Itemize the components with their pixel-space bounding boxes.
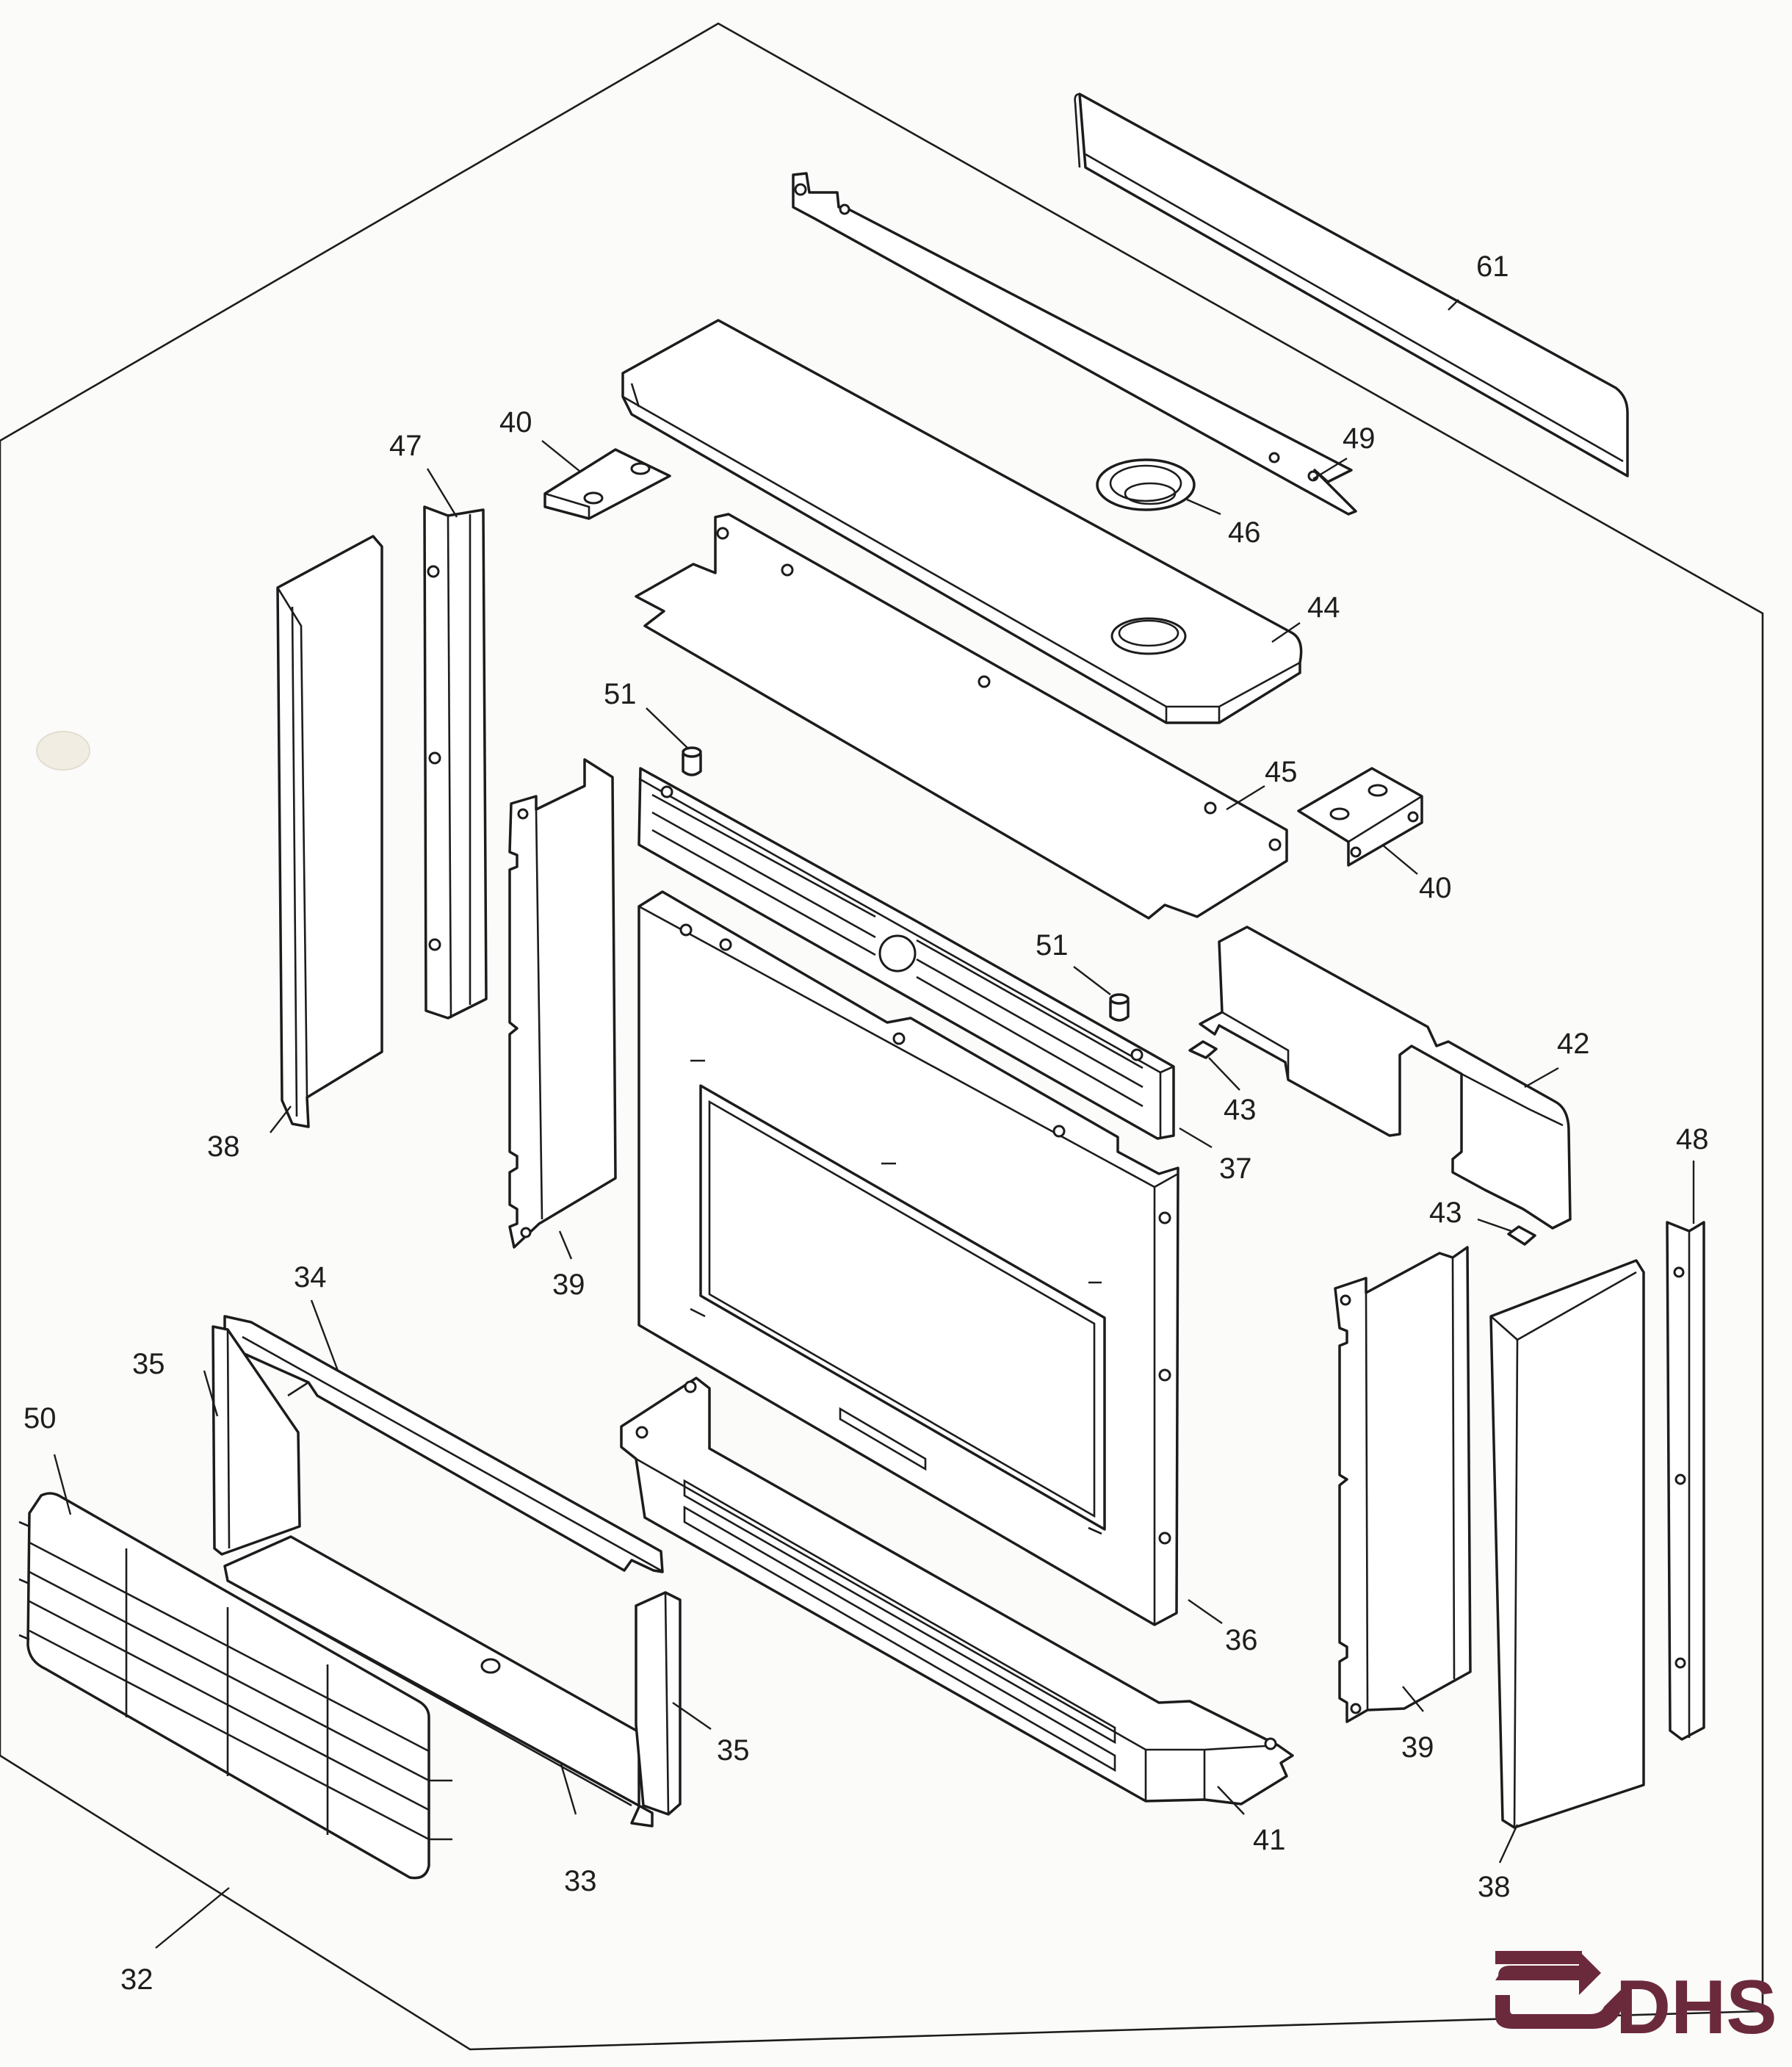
callout-37: 37 bbox=[1219, 1152, 1252, 1185]
dhs-logo-mark bbox=[1495, 1951, 1626, 2029]
callout-32: 32 bbox=[120, 1963, 153, 1996]
part-43-clip-lower bbox=[1507, 1225, 1536, 1246]
part-35-left-upright bbox=[212, 1325, 301, 1556]
callout-49: 49 bbox=[1343, 422, 1376, 455]
callout-44: 44 bbox=[1307, 591, 1340, 624]
part-51-post-right bbox=[1109, 993, 1130, 1022]
part-45-heat-shield bbox=[635, 513, 1288, 920]
punch-hole-mark bbox=[36, 731, 90, 771]
part-51-post-left bbox=[682, 746, 702, 776]
callout-35-left: 35 bbox=[132, 1348, 165, 1380]
part-61-rear-top-panel bbox=[1074, 93, 1629, 477]
part-47-left-channel bbox=[423, 505, 488, 1020]
part-42-rear-baffle bbox=[1199, 926, 1572, 1230]
leader-lines bbox=[53, 299, 1695, 1949]
callout-38-right: 38 bbox=[1478, 1871, 1511, 1903]
callout-35-right: 35 bbox=[717, 1734, 750, 1767]
part-33-lower-frame-rail bbox=[223, 1535, 654, 1828]
dhs-logo-text: DHS bbox=[1616, 1965, 1777, 2050]
part-48-right-strip bbox=[1666, 1221, 1705, 1741]
part-38-right-side-panel bbox=[1489, 1259, 1645, 1829]
callout-39-right: 39 bbox=[1401, 1731, 1434, 1764]
callout-61: 61 bbox=[1476, 250, 1509, 283]
dhs-logo-bar-top bbox=[1495, 1951, 1582, 1964]
callout-51-left: 51 bbox=[604, 678, 637, 710]
part-36-front-frame bbox=[637, 890, 1179, 1626]
part-50-wire-grille bbox=[18, 1492, 452, 1880]
part-37-top-louver bbox=[637, 767, 1175, 1140]
callout-labels: 61 49 46 44 40 47 45 40 51 51 42 43 43 3… bbox=[24, 250, 1709, 1996]
frame-boundary bbox=[0, 22, 1764, 2051]
callout-45: 45 bbox=[1265, 756, 1298, 788]
part-41-bottom-rail bbox=[620, 1377, 1294, 1806]
callout-39-left: 39 bbox=[552, 1269, 585, 1301]
callout-40-right: 40 bbox=[1419, 872, 1452, 904]
callout-33: 33 bbox=[564, 1865, 597, 1897]
callout-46: 46 bbox=[1228, 516, 1261, 549]
part-44-top-cover bbox=[621, 319, 1303, 724]
callout-36: 36 bbox=[1225, 1624, 1258, 1656]
callout-47: 47 bbox=[389, 430, 422, 462]
part-40-bracket-left bbox=[543, 448, 671, 520]
callout-34: 34 bbox=[294, 1261, 327, 1294]
callout-48: 48 bbox=[1676, 1123, 1709, 1155]
callout-43-lower: 43 bbox=[1429, 1197, 1462, 1229]
callout-38-left: 38 bbox=[207, 1130, 240, 1163]
part-49-bracket-strip bbox=[792, 172, 1357, 516]
dhs-logo: DHS bbox=[1495, 1951, 1777, 2050]
part-40-bracket-right bbox=[1297, 767, 1423, 867]
part-39-left-side-panel bbox=[508, 758, 617, 1249]
part-43-clip-upper bbox=[1188, 1040, 1218, 1059]
part-38-left-side-panel bbox=[276, 535, 383, 1128]
callout-51-right: 51 bbox=[1036, 929, 1069, 962]
part-46-collar bbox=[1096, 458, 1196, 511]
part-35-right-upright bbox=[635, 1591, 682, 1816]
callout-43-upper: 43 bbox=[1224, 1094, 1257, 1126]
callout-40-left: 40 bbox=[499, 406, 532, 439]
callout-41: 41 bbox=[1253, 1824, 1286, 1856]
callout-50: 50 bbox=[24, 1402, 57, 1435]
callout-42: 42 bbox=[1557, 1028, 1590, 1060]
part-39-right-side-panel bbox=[1334, 1246, 1472, 1723]
